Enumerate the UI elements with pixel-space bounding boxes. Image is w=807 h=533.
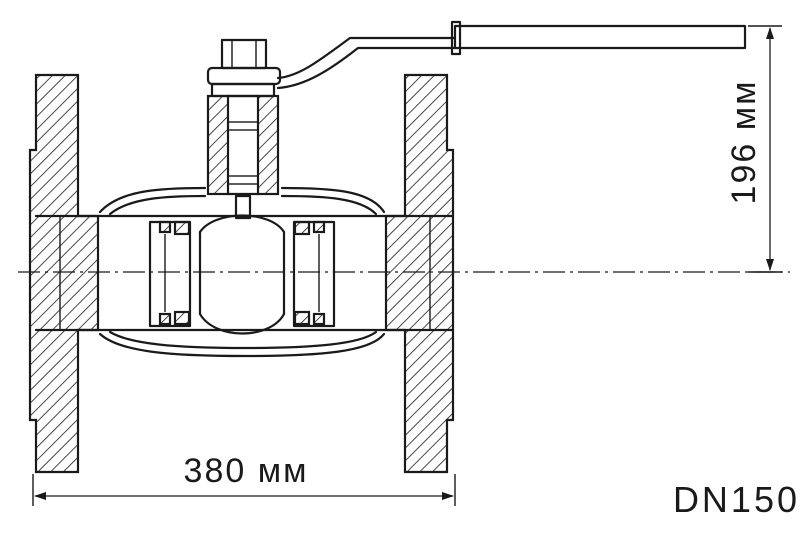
left-flange xyxy=(28,73,100,474)
ball xyxy=(198,214,286,335)
height-label: 196 мм xyxy=(725,80,763,205)
right-flange xyxy=(384,73,455,474)
nominal-diameter-label: DN150 xyxy=(673,479,800,520)
width-label: 380 мм xyxy=(184,452,309,490)
left-seat xyxy=(148,220,192,328)
valve-body xyxy=(98,186,386,358)
width-dimension: 380 мм xyxy=(32,452,456,506)
nut xyxy=(206,38,282,86)
handle-lever xyxy=(276,20,747,90)
height-dimension: 196 мм xyxy=(725,25,782,273)
right-seat xyxy=(292,220,336,328)
stem xyxy=(206,82,280,220)
